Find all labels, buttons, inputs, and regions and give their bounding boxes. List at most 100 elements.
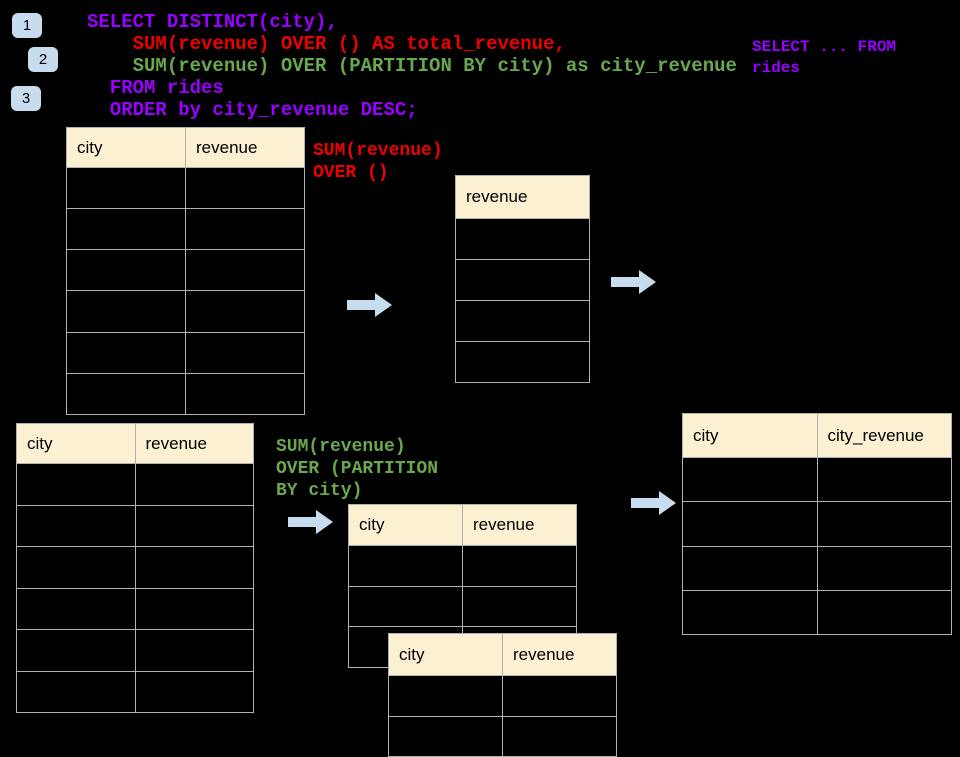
empty-table-row — [455, 259, 590, 301]
empty-table-row — [348, 585, 577, 628]
empty-cell — [16, 463, 136, 506]
empty-cell — [16, 504, 136, 547]
empty-cell — [455, 259, 590, 301]
slide-canvas: { "colors": { "background": "#000000", "… — [11, 11, 952, 757]
empty-table-row — [682, 501, 952, 547]
empty-cell — [348, 545, 463, 587]
empty-cell — [185, 208, 305, 251]
empty-cell — [66, 249, 186, 292]
empty-cell — [134, 587, 254, 630]
column-header: city — [348, 504, 463, 546]
column-header: city — [16, 423, 136, 464]
empty-table-row — [16, 546, 254, 589]
empty-cell — [502, 675, 617, 717]
column-header: city_revenue — [816, 413, 952, 458]
empty-cell — [134, 504, 254, 547]
step-badge-2: 2 — [28, 47, 58, 72]
empty-table-row — [66, 290, 305, 333]
arrow-right-icon — [347, 293, 392, 317]
empty-table-row — [682, 456, 952, 503]
empty-table-row — [66, 372, 305, 416]
empty-cell — [16, 587, 136, 630]
code-line: SUM(revenue) — [313, 141, 443, 161]
table-total-revenue-result: revenue — [455, 175, 590, 383]
code-line: OVER (PARTITION — [276, 459, 439, 479]
empty-cell — [816, 545, 952, 591]
empty-table-row — [16, 587, 254, 630]
empty-cell — [185, 331, 305, 374]
empty-cell — [816, 456, 952, 503]
annotation-total-revenue: SUM(revenue)OVER () — [313, 140, 443, 184]
empty-table-row — [682, 545, 952, 591]
empty-cell — [455, 300, 590, 342]
code-line: SUM(revenue) — [276, 437, 406, 457]
empty-table-row — [455, 300, 590, 342]
empty-cell — [682, 501, 818, 547]
empty-cell — [185, 290, 305, 333]
empty-table-row — [388, 675, 617, 717]
empty-cell — [455, 218, 590, 260]
code-line: SELECT ... FROM — [752, 38, 897, 56]
arrow-right-icon — [288, 510, 333, 534]
empty-cell — [134, 546, 254, 589]
empty-cell — [134, 670, 254, 713]
empty-table-row — [16, 670, 254, 713]
schema-table: revenue — [455, 175, 590, 383]
empty-cell — [16, 546, 136, 589]
empty-cell — [134, 629, 254, 672]
empty-table-row — [388, 715, 617, 757]
empty-cell — [348, 585, 463, 628]
empty-table-row — [66, 249, 305, 292]
empty-cell — [682, 456, 818, 503]
empty-table-row — [16, 504, 254, 547]
code-line: ORDER by city_revenue DESC; — [87, 99, 418, 121]
empty-table-row — [455, 341, 590, 383]
empty-cell — [816, 501, 952, 547]
empty-cell — [502, 715, 617, 757]
empty-cell — [16, 670, 136, 713]
code-line: FROM rides — [87, 77, 224, 99]
query-source-note: SELECT ... FROM rides — [752, 37, 896, 79]
sql-query-code: SELECT DISTINCT(city), SUM(revenue) OVER… — [87, 11, 737, 121]
empty-cell — [16, 629, 136, 672]
empty-cell — [682, 589, 818, 636]
code-line: rides — [752, 59, 801, 77]
empty-cell — [388, 715, 503, 757]
empty-cell — [462, 545, 577, 587]
empty-table-row — [66, 208, 305, 251]
column-header: city — [682, 413, 818, 458]
header-row: revenue — [455, 175, 590, 219]
empty-table-row — [16, 463, 254, 506]
code-line: SUM(revenue) OVER (PARTITION BY city) as… — [87, 55, 737, 77]
column-header: city — [66, 127, 186, 168]
empty-table-row — [66, 331, 305, 374]
empty-cell — [185, 372, 305, 416]
empty-table-row — [16, 629, 254, 672]
column-header: revenue — [134, 423, 254, 464]
step-badge-1: 1 — [12, 13, 42, 38]
column-header: revenue — [462, 504, 577, 546]
arrow-right-icon — [611, 270, 656, 294]
empty-table-row — [66, 166, 305, 210]
empty-cell — [388, 675, 503, 717]
empty-cell — [66, 290, 186, 333]
code-line: SUM(revenue) OVER () AS total_revenue, — [87, 33, 566, 55]
empty-cell — [66, 331, 186, 374]
column-header: city — [388, 633, 503, 676]
step-badge-3: 3 — [11, 86, 41, 111]
empty-cell — [66, 208, 186, 251]
code-line: BY city) — [276, 481, 363, 501]
column-header: revenue — [455, 175, 590, 219]
empty-cell — [455, 341, 590, 383]
